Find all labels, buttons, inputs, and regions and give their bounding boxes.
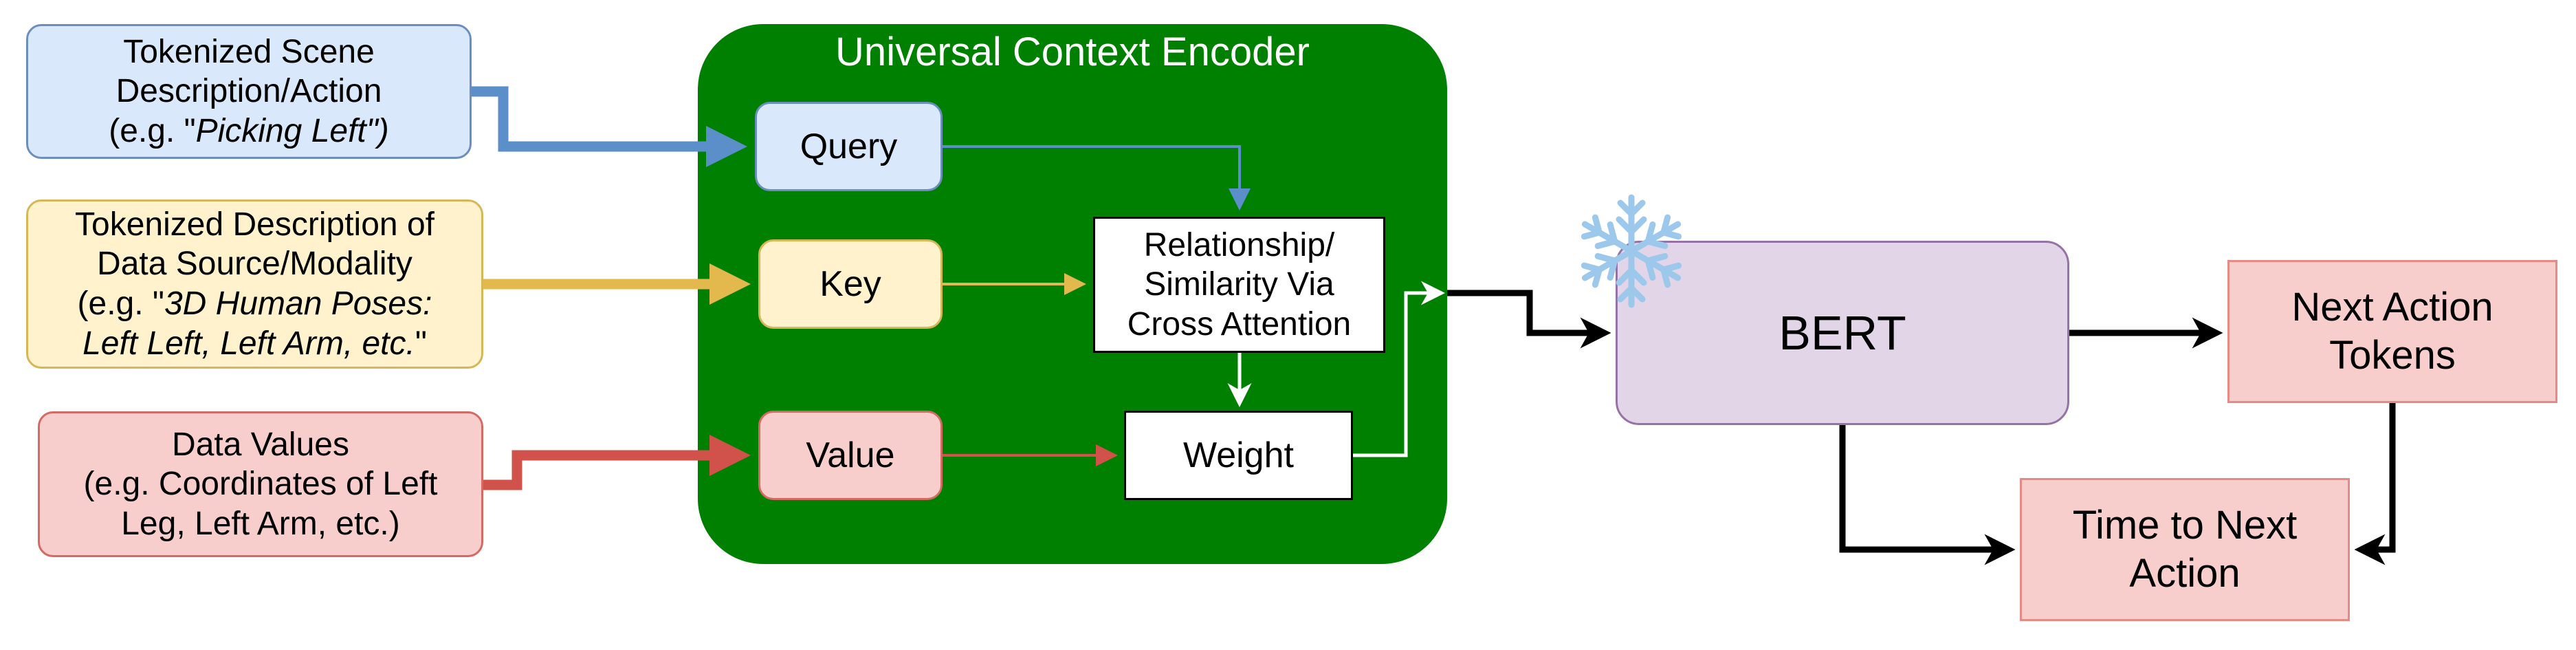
source-line-2: Data Source/Modality <box>97 246 412 283</box>
query-to-attention-arrow <box>943 145 1251 210</box>
data-values-input: Data Values (e.g. Coordinates of Left Le… <box>38 411 483 557</box>
next-action-line-2: Tokens <box>2329 333 2456 378</box>
attention-line-3: Cross Attention <box>1127 305 1352 343</box>
data-source-input: Tokenized Description of Data Source/Mod… <box>26 199 483 369</box>
source-line-4-suffix: " <box>415 325 427 362</box>
values-line-3: Leg, Left Arm, etc.) <box>121 505 400 542</box>
source-line-4: Left Left, Left Arm, etc." <box>82 324 427 364</box>
encoder-title: Universal Context Encoder <box>835 30 1310 74</box>
cross-attention-box: Relationship/ Similarity Via Cross Atten… <box>1093 217 1385 353</box>
weight-to-output-arrow <box>1353 281 1445 457</box>
weight-label: Weight <box>1183 435 1294 475</box>
values-line-2: (e.g. Coordinates of Left <box>83 466 438 503</box>
source-line-3-italic: 3D Human Poses: <box>164 285 432 322</box>
values-line-1: Data Values <box>172 426 349 463</box>
query-box: Query <box>755 102 943 191</box>
scene-line-2: Description/Action <box>115 73 382 110</box>
source-line-4-italic: Left Left, Left Arm, etc. <box>82 325 415 362</box>
next-action-line-1: Next Action <box>2291 285 2494 330</box>
time-line-2: Action <box>2129 551 2241 596</box>
key-label: Key <box>819 263 881 304</box>
source-line-3-prefix: (e.g. " <box>77 285 164 322</box>
values-to-value-arrow <box>483 435 751 490</box>
bert-box: BERT <box>1616 241 2069 425</box>
next-action-to-time-arrow <box>2354 403 2396 565</box>
scene-line-3-prefix: (e.g. " <box>109 112 196 149</box>
attention-line-1: Relationship/ <box>1143 226 1335 263</box>
scene-line-3-italic: Picking Left") <box>195 112 389 149</box>
snowflake-icon <box>1578 194 1684 305</box>
value-label: Value <box>806 435 895 475</box>
weight-box: Weight <box>1124 411 1353 500</box>
query-label: Query <box>800 126 898 166</box>
time-line-1: Time to Next <box>2072 503 2298 548</box>
scene-description-input: Tokenized Scene Description/Action (e.g.… <box>26 24 472 159</box>
source-line-3: (e.g. "3D Human Poses: <box>78 284 432 324</box>
bert-label: BERT <box>1779 306 1906 360</box>
attention-line-2: Similarity Via <box>1144 266 1334 303</box>
value-box: Value <box>758 411 943 500</box>
time-to-next-action-box: Time to Next Action <box>2020 478 2350 621</box>
scene-to-query-arrow <box>472 86 747 167</box>
scene-line-1: Tokenized Scene <box>123 33 375 70</box>
encoder-to-bert-arrow <box>1447 290 1611 349</box>
bert-to-time-arrow <box>1839 425 2016 565</box>
source-line-1: Tokenized Description of <box>75 206 434 243</box>
key-box: Key <box>758 239 943 329</box>
scene-line-3: (e.g. "Picking Left") <box>109 111 389 151</box>
next-action-tokens-box: Next Action Tokens <box>2227 260 2557 403</box>
